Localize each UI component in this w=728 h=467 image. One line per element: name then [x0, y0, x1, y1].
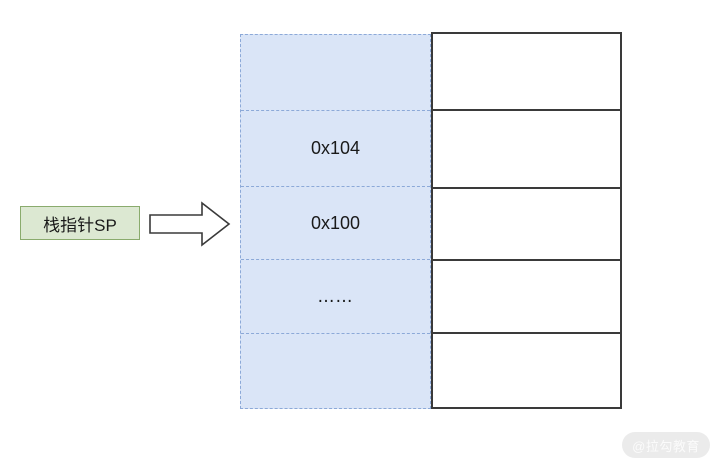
- value-cell-3: [433, 189, 620, 261]
- right-block-arrow-icon: [148, 200, 232, 248]
- watermark: @拉勾教育: [622, 432, 710, 458]
- value-cell-5: [433, 334, 620, 407]
- address-cell-ellipsis-label: ……: [317, 286, 354, 307]
- address-cell-ellipsis: ……: [241, 260, 430, 334]
- address-cell-0x104: 0x104: [241, 111, 430, 187]
- address-cell-0x100: 0x100: [241, 187, 430, 260]
- value-column: [431, 32, 622, 409]
- stack-pointer-label: 栈指针SP: [20, 206, 140, 240]
- value-cell-4: [433, 261, 620, 334]
- address-cell-0x100-label: 0x100: [310, 212, 361, 233]
- address-column: 0x104 0x100 ……: [240, 34, 431, 409]
- value-cell-1: [433, 34, 620, 111]
- address-cell-bottom: [241, 334, 430, 408]
- address-cell-top: [241, 35, 430, 111]
- address-cell-0x104-label: 0x104: [310, 138, 361, 158]
- value-cell-2: [433, 111, 620, 189]
